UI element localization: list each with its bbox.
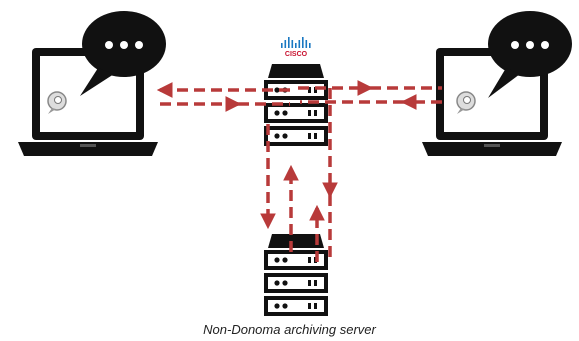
archive-server-caption: Non-Donoma archiving server [203,322,376,337]
cisco-logo: CISCO [281,37,311,58]
archive-server-icon [264,234,328,316]
central-server-icon [264,64,328,146]
right-chat-bubble-icon [488,11,572,98]
right-client-badge-icon [456,91,476,114]
left-chat-bubble-icon [80,11,166,96]
left-client-badge-icon [47,91,67,114]
cisco-logo-text: CISCO [285,51,308,58]
message-flows [156,80,442,262]
